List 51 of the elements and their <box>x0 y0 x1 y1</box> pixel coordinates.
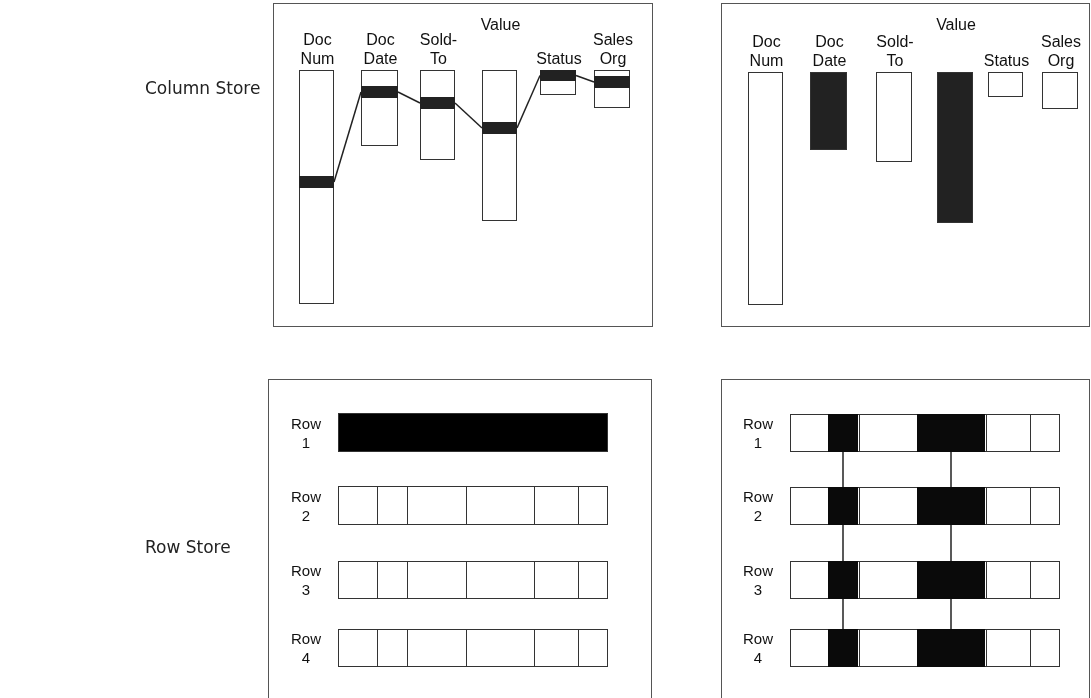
connector-line <box>333 91 362 183</box>
highlighted-band <box>594 76 630 88</box>
column-header: Status <box>982 51 1031 70</box>
highlighted-band <box>420 97 455 109</box>
row-label: Row 1 <box>742 414 774 452</box>
highlighted-cell <box>828 487 858 525</box>
panel-frame <box>273 3 653 327</box>
section-label: Row Store <box>145 537 231 557</box>
panel-frame <box>721 379 1090 698</box>
column-header: Value <box>935 15 977 34</box>
highlighted-band <box>361 86 398 98</box>
row-label: Row 1 <box>290 413 322 452</box>
connector-line <box>842 598 844 630</box>
connector-line <box>454 102 483 129</box>
connector-line <box>397 91 421 104</box>
column-header: Doc Num <box>299 30 336 68</box>
connector-line <box>950 524 952 562</box>
highlighted-cell <box>917 487 985 525</box>
column-header: Sales Org <box>592 30 634 68</box>
connector-line <box>842 451 844 488</box>
highlighted-band <box>540 70 576 81</box>
row-label: Row 3 <box>290 561 322 599</box>
highlighted-band <box>299 176 334 188</box>
row-label: Row 2 <box>290 486 322 525</box>
row-label: Row 3 <box>742 561 774 599</box>
column-header: Doc Num <box>748 32 785 70</box>
column-header: Doc Date <box>811 32 848 70</box>
column-header: Sales Org <box>1040 32 1082 70</box>
connector-line <box>842 524 844 562</box>
highlighted-cell <box>828 561 858 599</box>
column-header: Sold-To <box>875 32 915 70</box>
highlighted-cell <box>917 629 985 667</box>
section-label: Column Store <box>145 78 261 98</box>
row-label: Row 2 <box>742 487 774 525</box>
panel-frame <box>721 3 1090 327</box>
highlighted-band <box>482 122 517 134</box>
column-header: Value <box>479 15 522 34</box>
row-label: Row 4 <box>742 629 774 667</box>
highlighted-cell <box>828 414 858 452</box>
column-header: Doc Date <box>362 30 399 68</box>
connector-line <box>516 74 541 129</box>
connector-line <box>950 598 952 630</box>
highlighted-cell <box>917 561 985 599</box>
panel-frame <box>268 379 652 698</box>
row-label: Row 4 <box>290 629 322 667</box>
highlighted-cell <box>828 629 858 667</box>
connector-line <box>575 74 595 83</box>
connector-line <box>950 451 952 488</box>
column-header: Status <box>535 49 583 68</box>
highlighted-cell <box>917 414 985 452</box>
column-header: Sold-To <box>418 30 459 68</box>
